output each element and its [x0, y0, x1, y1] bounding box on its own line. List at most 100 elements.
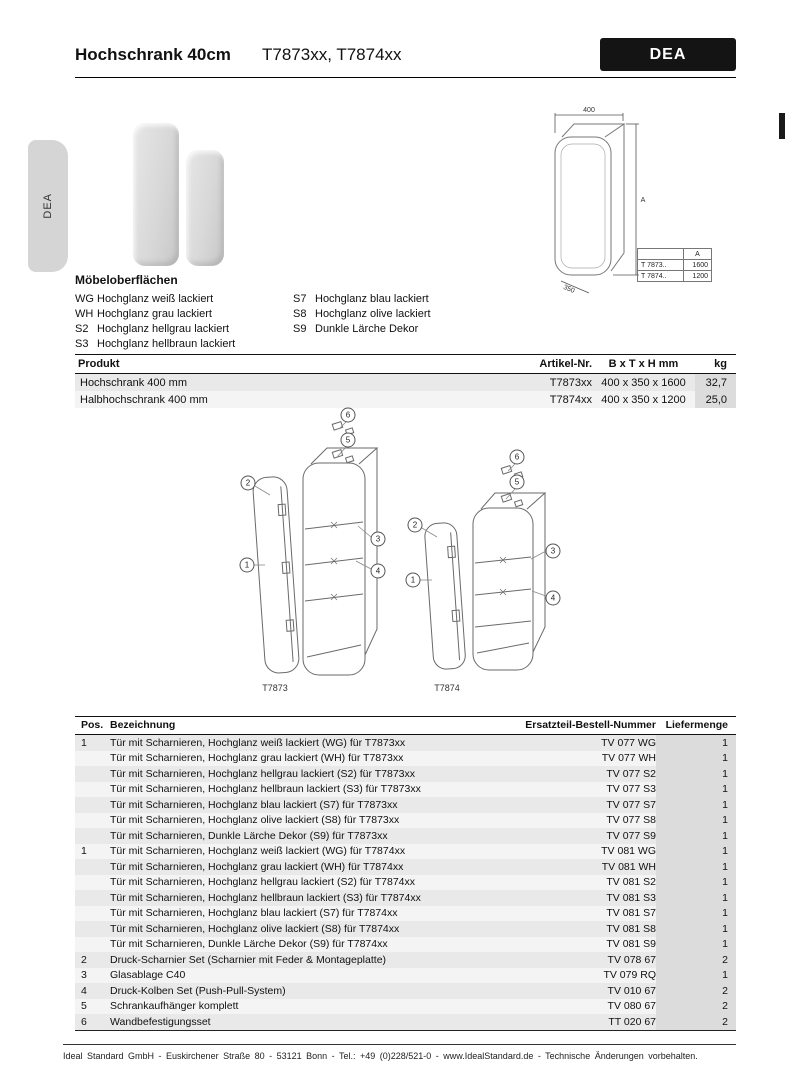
parts-row: 2 Druck-Scharnier Set (Scharnier mit Fed… [75, 952, 736, 968]
height-table-col-a: A [683, 248, 712, 260]
part-pos: 4 [75, 983, 110, 999]
surface-finish-item: WG Hochglanz weiß lackiert [75, 292, 293, 307]
part-order-number: TV 010 67 [476, 983, 656, 999]
callout-4: 4 [370, 563, 386, 579]
series-badge: DEA [600, 38, 736, 71]
product-article: T7874xx [472, 391, 592, 408]
surface-finishes-title: Möbeloberflächen [75, 273, 178, 287]
product-table: Produkt Artikel-Nr. B x T x H mm kg Hoch… [75, 354, 736, 408]
product-article: T7873xx [472, 373, 592, 391]
part-order-number: TV 080 67 [476, 998, 656, 1014]
cabinet-door [252, 476, 300, 674]
part-pos [75, 797, 110, 813]
cabinet-body [472, 492, 547, 671]
part-name: Druck-Scharnier Set (Scharnier mit Feder… [110, 952, 476, 968]
diagram-label-t7874: T7874 [434, 683, 460, 693]
part-name: Tür mit Scharnieren, Dunkle Lärche Dekor… [110, 828, 476, 844]
footer: Ideal Standard GmbH - Euskirchener Straß… [63, 1044, 736, 1061]
callout-6: 6 [340, 407, 356, 423]
page-edge-mark [779, 113, 785, 139]
depth-dimension-label: 350 [562, 284, 576, 295]
product-name: Hochschrank 400 mm [75, 373, 472, 391]
finish-code: S3 [75, 338, 89, 350]
col-bestellnummer: Ersatzteil-Bestell-Nummer [476, 716, 656, 735]
part-order-number: TV 077 S9 [476, 828, 656, 844]
callouts-t7874: 6 5 2 3 1 4 [405, 449, 561, 606]
part-qty: 1 [656, 766, 736, 782]
part-name: Tür mit Scharnieren, Hochglanz grau lack… [110, 859, 476, 875]
height-table-value: 1200 [683, 270, 712, 282]
callout-3: 3 [545, 543, 561, 559]
part-pos [75, 750, 110, 766]
parts-row: Tür mit Scharnieren, Hochglanz olive lac… [75, 921, 736, 937]
part-order-number: TV 077 S2 [476, 766, 656, 782]
exploded-diagrams: 6 5 2 3 1 4 T7873 [75, 405, 736, 705]
finish-label: Dunkle Lärche Dekor [315, 323, 419, 335]
surface-finish-item: S8 Hochglanz olive lackiert [293, 307, 511, 322]
col-artikel-nr: Artikel-Nr. [472, 354, 592, 374]
parts-row: Tür mit Scharnieren, Hochglanz grau lack… [75, 750, 736, 766]
svg-text:1: 1 [245, 561, 250, 570]
parts-row: 4 Druck-Kolben Set (Push-Pull-System) TV… [75, 983, 736, 999]
dimension-drawing: 400 A 350 [554, 107, 646, 295]
part-name: Tür mit Scharnieren, Hochglanz weiß lack… [110, 843, 476, 859]
finish-code: WH [75, 308, 94, 320]
part-name: Wandbefestigungsset [110, 1014, 476, 1031]
product-weight: 25,0 [695, 391, 736, 408]
page-title: Hochschrank 40cm [75, 45, 231, 64]
part-qty: 1 [656, 859, 736, 875]
part-qty: 1 [656, 905, 736, 921]
part-name: Tür mit Scharnieren, Dunkle Lärche Dekor… [110, 936, 476, 952]
part-qty: 1 [656, 843, 736, 859]
callout-2: 2 [407, 517, 423, 533]
parts-row: Tür mit Scharnieren, Hochglanz hellgrau … [75, 874, 736, 890]
part-name: Tür mit Scharnieren, Hochglanz hellbraun… [110, 890, 476, 906]
svg-text:5: 5 [346, 436, 351, 445]
svg-text:3: 3 [551, 547, 556, 556]
part-name: Tür mit Scharnieren, Hochglanz weiß lack… [110, 734, 476, 751]
product-dimensions: 400 x 350 x 1600 [592, 373, 695, 391]
side-tab-label: DEA [42, 193, 54, 219]
part-order-number: TV 081 S9 [476, 936, 656, 952]
col-bxtxh: B x T x H mm [592, 354, 695, 374]
part-qty: 1 [656, 781, 736, 797]
surface-finish-item: S3 Hochglanz hellbraun lackiert [75, 337, 293, 352]
part-qty: 1 [656, 874, 736, 890]
diagram-t7873 [252, 420, 379, 676]
part-pos [75, 890, 110, 906]
part-order-number: TV 077 S3 [476, 781, 656, 797]
product-image-half-cabinet [186, 150, 224, 266]
dimension-lines [554, 113, 639, 294]
parts-table-section: Pos. Bezeichnung Ersatzteil-Bestell-Numm… [75, 716, 736, 1031]
part-qty: 1 [656, 936, 736, 952]
part-name: Tür mit Scharnieren, Hochglanz hellgrau … [110, 874, 476, 890]
finish-label: Hochglanz weiß lackiert [97, 293, 214, 305]
svg-text:1: 1 [411, 576, 416, 585]
part-order-number: TV 077 WH [476, 750, 656, 766]
part-qty: 1 [656, 828, 736, 844]
part-pos [75, 812, 110, 828]
part-pos: 3 [75, 967, 110, 983]
parts-row: Tür mit Scharnieren, Hochglanz hellgrau … [75, 766, 736, 782]
parts-row: Tür mit Scharnieren, Hochglanz blau lack… [75, 905, 736, 921]
part-pos [75, 859, 110, 875]
part-order-number: TT 020 67 [476, 1014, 656, 1031]
surface-finishes-left-column: WG Hochglanz weiß lackiert WH Hochglanz … [75, 292, 293, 352]
surface-finish-item: S2 Hochglanz hellgrau lackiert [75, 322, 293, 337]
diagram-label-t7873: T7873 [262, 683, 288, 693]
svg-text:2: 2 [246, 479, 251, 488]
height-table-value: 1600 [683, 259, 712, 271]
part-name: Druck-Kolben Set (Push-Pull-System) [110, 983, 476, 999]
callout-1: 1 [239, 557, 255, 573]
surface-finishes-right-column: S7 Hochglanz blau lackiert S8 Hochglanz … [293, 292, 511, 352]
parts-row: 1 Tür mit Scharnieren, Hochglanz weiß la… [75, 843, 736, 859]
callouts-t7873: 6 5 2 3 1 4 [239, 407, 386, 579]
part-pos [75, 781, 110, 797]
part-pos: 1 [75, 843, 110, 859]
part-order-number: TV 081 S3 [476, 890, 656, 906]
part-order-number: TV 077 WG [476, 734, 656, 751]
part-order-number: TV 081 WH [476, 859, 656, 875]
finish-code: WG [75, 293, 94, 305]
parts-row: 5 Schrankaufhänger komplett TV 080 67 2 [75, 998, 736, 1014]
height-table-row: T 7874.. 1200 [637, 270, 712, 282]
